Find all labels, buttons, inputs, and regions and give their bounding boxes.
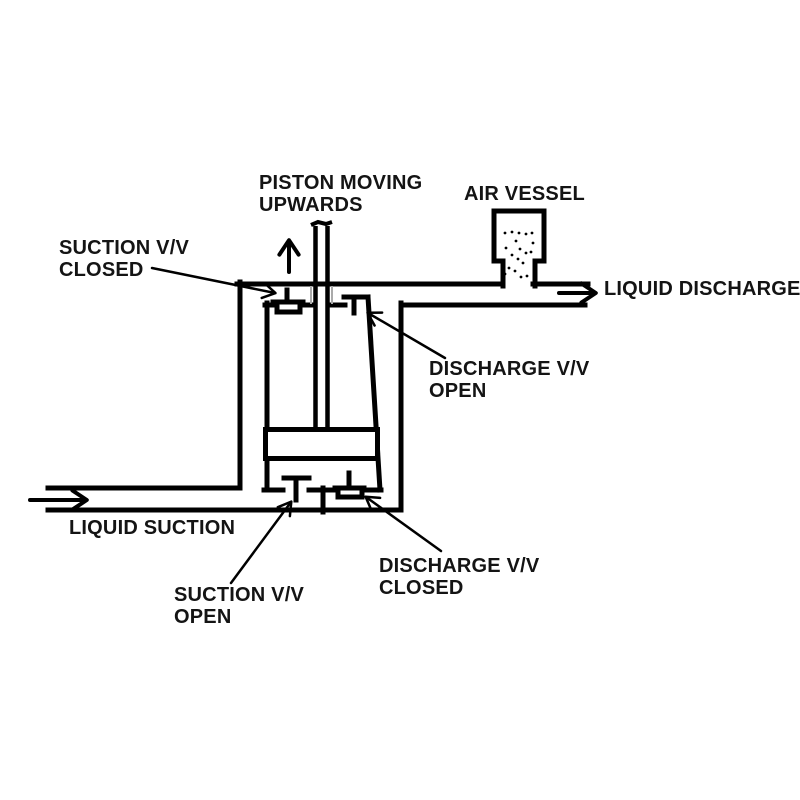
label-suction-vv-open: SUCTION V/V OPEN [174,584,304,628]
label-line: CLOSED [59,259,144,281]
label-discharge-vv-open: DISCHARGE V/V OPEN [429,358,589,402]
label-line: SUCTION V/V [59,237,189,259]
label-discharge-vv-closed: DISCHARGE V/V CLOSED [379,555,539,599]
label-line: LIQUID DISCHARGE [604,278,800,300]
flow-arrows [28,238,598,512]
piston [263,427,380,461]
suction-valve-bottom-open [281,475,312,503]
label-liquid-suction: LIQUID SUCTION [69,517,235,539]
valves [270,287,371,503]
pump-casing [45,279,591,513]
label-piston-moving-upwards: PISTON MOVING UPWARDS [259,172,422,216]
pointer-arrows [150,266,447,585]
piston-assembly [263,219,380,461]
label-line: DISCHARGE V/V [429,358,590,380]
label-line: SUCTION V/V [174,584,304,606]
label-suction-vv-closed: SUCTION V/V CLOSED [59,237,189,281]
cylinder-bottom-right [320,487,384,500]
suction-valve-top-closed [270,287,306,305]
pointer-discharge-valve-top [366,311,447,360]
pointer-suction-valve-bottom [229,500,293,585]
pointer-suction-valve-top [150,266,277,300]
label-line: AIR VESSEL [464,183,585,205]
label-air-vessel: AIR VESSEL [464,183,585,205]
air-vessel-body [491,208,547,264]
label-line: PISTON MOVING [259,172,423,194]
label-liquid-discharge: LIQUID DISCHARGE [604,278,800,300]
label-line: DISCHARGE V/V [379,555,540,577]
air-vessel [491,208,547,289]
label-line: UPWARDS [259,194,363,216]
label-line: OPEN [429,380,487,402]
discharge-valve-bottom-closed [332,470,367,491]
discharge-valve-top-open [341,294,371,316]
label-line: LIQUID SUCTION [69,517,236,539]
pointer-discharge-valve-bottom [364,495,443,553]
cylinder-top-deck-left [262,302,317,315]
piston-rod-cap [310,219,333,227]
label-line: CLOSED [379,577,464,599]
label-line: OPEN [174,606,232,628]
air-vessel-spray-dots [503,230,535,279]
cylinder-right-wall [365,294,383,493]
